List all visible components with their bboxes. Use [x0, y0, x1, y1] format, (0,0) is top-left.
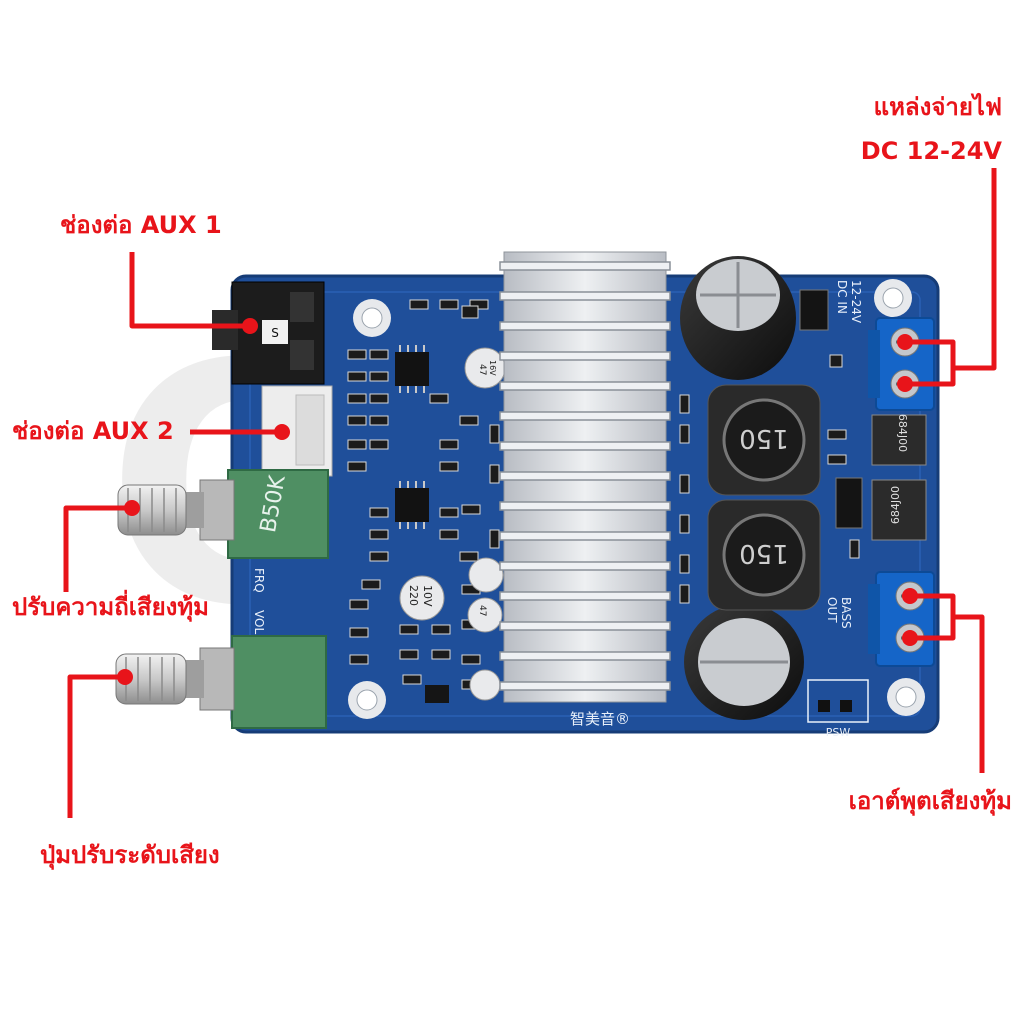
vol-mark: VOL [252, 610, 266, 634]
diode [799, 289, 829, 331]
volume-label: ปุ่มปรับระดับเสียง [40, 841, 220, 869]
svg-text:47: 47 [477, 364, 487, 375]
heatsink [499, 251, 671, 703]
power-label-line2: DC 12-24V [860, 137, 1002, 165]
mounting-hole [348, 681, 386, 719]
bass-mark: BASS [839, 597, 853, 629]
bass-out-label: เอาต์พุตเสียงทุ้ม [848, 787, 1012, 815]
smd-inductor: 684J00 684J00 [871, 414, 927, 541]
svg-text:PSW: PSW [826, 726, 851, 739]
mounting-hole [887, 678, 925, 716]
power-terminal[interactable] [868, 317, 935, 411]
ic-chip [395, 481, 429, 529]
mounting-hole [353, 299, 391, 337]
capacitor-220uf: 220 10V [399, 575, 445, 621]
dc-in-mark: DC IN [835, 280, 849, 314]
svg-text:150: 150 [739, 538, 789, 568]
svg-text:S: S [271, 326, 279, 340]
callout-dots [117, 318, 918, 685]
dc-range-mark: 12-24V [849, 280, 863, 324]
mounting-hole [874, 279, 912, 317]
volume-knob[interactable] [115, 635, 327, 729]
svg-text:16V: 16V [488, 360, 497, 376]
ic-chip [395, 345, 429, 393]
svg-text:150: 150 [739, 423, 789, 453]
aux2-label: ช่องต่อ AUX 2 [12, 417, 174, 445]
transistor [425, 685, 449, 703]
inductor: 150 [707, 384, 821, 496]
svg-text:10V: 10V [421, 585, 434, 607]
bass-out-terminal[interactable] [868, 571, 935, 667]
bass-frequency-knob[interactable]: B50K [117, 469, 329, 559]
aux1-label: ช่องต่อ AUX 1 [60, 211, 222, 239]
psw-jumper: PSW [807, 679, 869, 739]
capacitor-47uf: 47 16V [464, 347, 506, 389]
capacitor-47uf: 47 [467, 557, 504, 701]
callout-lines [63, 168, 997, 818]
bass-frequency-label: ปรับความถี่เสียงทุ้ม [12, 593, 209, 621]
svg-text:684J00: 684J00 [896, 414, 909, 452]
frq-mark: FRQ [252, 568, 266, 593]
diode [835, 477, 863, 529]
svg-text:47: 47 [477, 605, 487, 616]
out-mark: OUT [825, 597, 839, 623]
brand-mark: 智美音® [570, 710, 630, 728]
smd-components [347, 299, 860, 690]
capacitor-large-top [680, 256, 796, 380]
svg-text:684J00: 684J00 [889, 486, 902, 524]
capacitor-large-bottom [684, 604, 804, 720]
aux1-jack[interactable]: S [212, 281, 325, 385]
inductor: 150 [707, 499, 821, 611]
power-label-line1: แหล่งจ่ายไฟ [873, 93, 1002, 121]
svg-text:220: 220 [407, 585, 420, 606]
